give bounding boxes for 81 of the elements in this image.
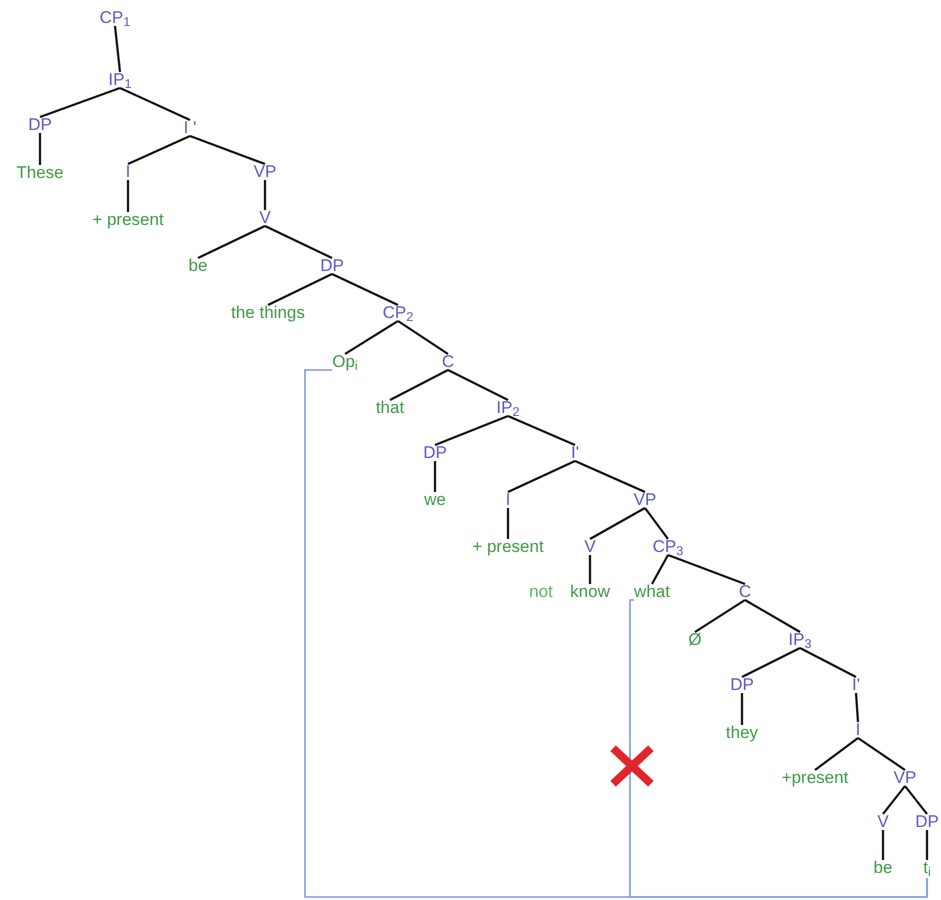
tree-branch — [264, 225, 332, 259]
tree-branch — [264, 180, 266, 210]
category-label: I — [856, 720, 860, 740]
tree-branch — [128, 135, 190, 165]
tree-branch — [38, 133, 42, 165]
tree-branch — [588, 555, 592, 584]
word-label: +present — [782, 768, 848, 788]
tree-branch — [574, 460, 646, 493]
category-label: I' — [852, 675, 860, 695]
tree-branch — [926, 830, 928, 860]
category-label: I' — [571, 443, 579, 463]
tree-branch — [114, 26, 122, 72]
category-label: DP — [28, 115, 52, 135]
tree-branch — [744, 599, 801, 633]
tree-branch — [589, 507, 646, 540]
word-label: that — [376, 398, 404, 418]
tree-branch — [882, 785, 906, 815]
tree-branch — [644, 507, 669, 540]
tree-branch — [904, 785, 928, 815]
category-label: VP — [894, 768, 916, 788]
tree-branch — [198, 225, 266, 259]
tree-branch — [268, 273, 332, 306]
category-label: IP$_{2}$ — [496, 398, 520, 418]
tree-branch — [120, 87, 190, 121]
tree-branch — [40, 86, 120, 118]
category-label: DP — [730, 675, 754, 695]
word-label: not — [529, 582, 553, 602]
tree-branch — [390, 369, 448, 401]
category-label: I — [126, 162, 130, 182]
tree-branch — [882, 830, 884, 860]
word-label: + present — [472, 537, 544, 557]
category-label: IP$_{1}$ — [108, 70, 132, 90]
word-label: the things — [231, 303, 305, 323]
word-label: These — [16, 163, 64, 183]
tree-branch — [508, 460, 576, 493]
tree-branch — [854, 692, 860, 722]
category-label: I — [506, 490, 510, 510]
category-label: DP — [915, 812, 939, 832]
tree-branch — [740, 693, 744, 725]
category-label: I ' — [184, 118, 196, 138]
word-label: be — [874, 858, 892, 878]
word-label: they — [726, 723, 758, 743]
tree-branch — [742, 647, 800, 678]
category-label: DP — [320, 256, 344, 276]
movement-line — [629, 599, 928, 898]
tree-branch — [800, 647, 856, 678]
category-label: C — [738, 582, 752, 602]
tree-branch — [397, 320, 449, 355]
category-label: CP$_{2}$ — [382, 303, 414, 323]
word-label: t$_{i}$ — [923, 858, 931, 878]
tree-branch — [332, 273, 398, 306]
category-label: IP$_{3}$ — [788, 630, 812, 650]
word-label: Ø — [688, 630, 702, 650]
category-label: C — [442, 352, 454, 372]
word-label: + present — [92, 210, 164, 230]
word-label: what — [634, 582, 670, 602]
word-label: we — [424, 490, 446, 510]
tree-branch — [344, 320, 399, 355]
category-label: DP — [423, 443, 447, 463]
tree-branch — [506, 508, 510, 539]
word-label: know — [570, 582, 610, 602]
tree-branch — [694, 599, 746, 633]
category-label: VP — [634, 490, 656, 510]
tree-branch — [508, 415, 576, 446]
tree-branch — [126, 180, 130, 212]
word-label: be — [188, 256, 208, 276]
word-label: Op$_{i}$ — [332, 352, 358, 372]
category-label: V — [259, 208, 271, 228]
category-label: CP$_{3}$ — [652, 537, 684, 557]
tree-branch — [814, 737, 859, 771]
tree-branch — [857, 737, 906, 771]
tree-branch — [434, 461, 436, 492]
category-label: V — [877, 812, 889, 832]
tree-branch — [651, 554, 669, 585]
tree-branch — [668, 554, 746, 586]
category-label: V — [584, 537, 596, 557]
tree-branch — [434, 414, 508, 446]
category-label: VP — [254, 162, 276, 182]
tree-branch — [190, 134, 266, 166]
category-label: CP$_{1}$ — [100, 8, 130, 28]
tree-branch — [448, 369, 508, 401]
